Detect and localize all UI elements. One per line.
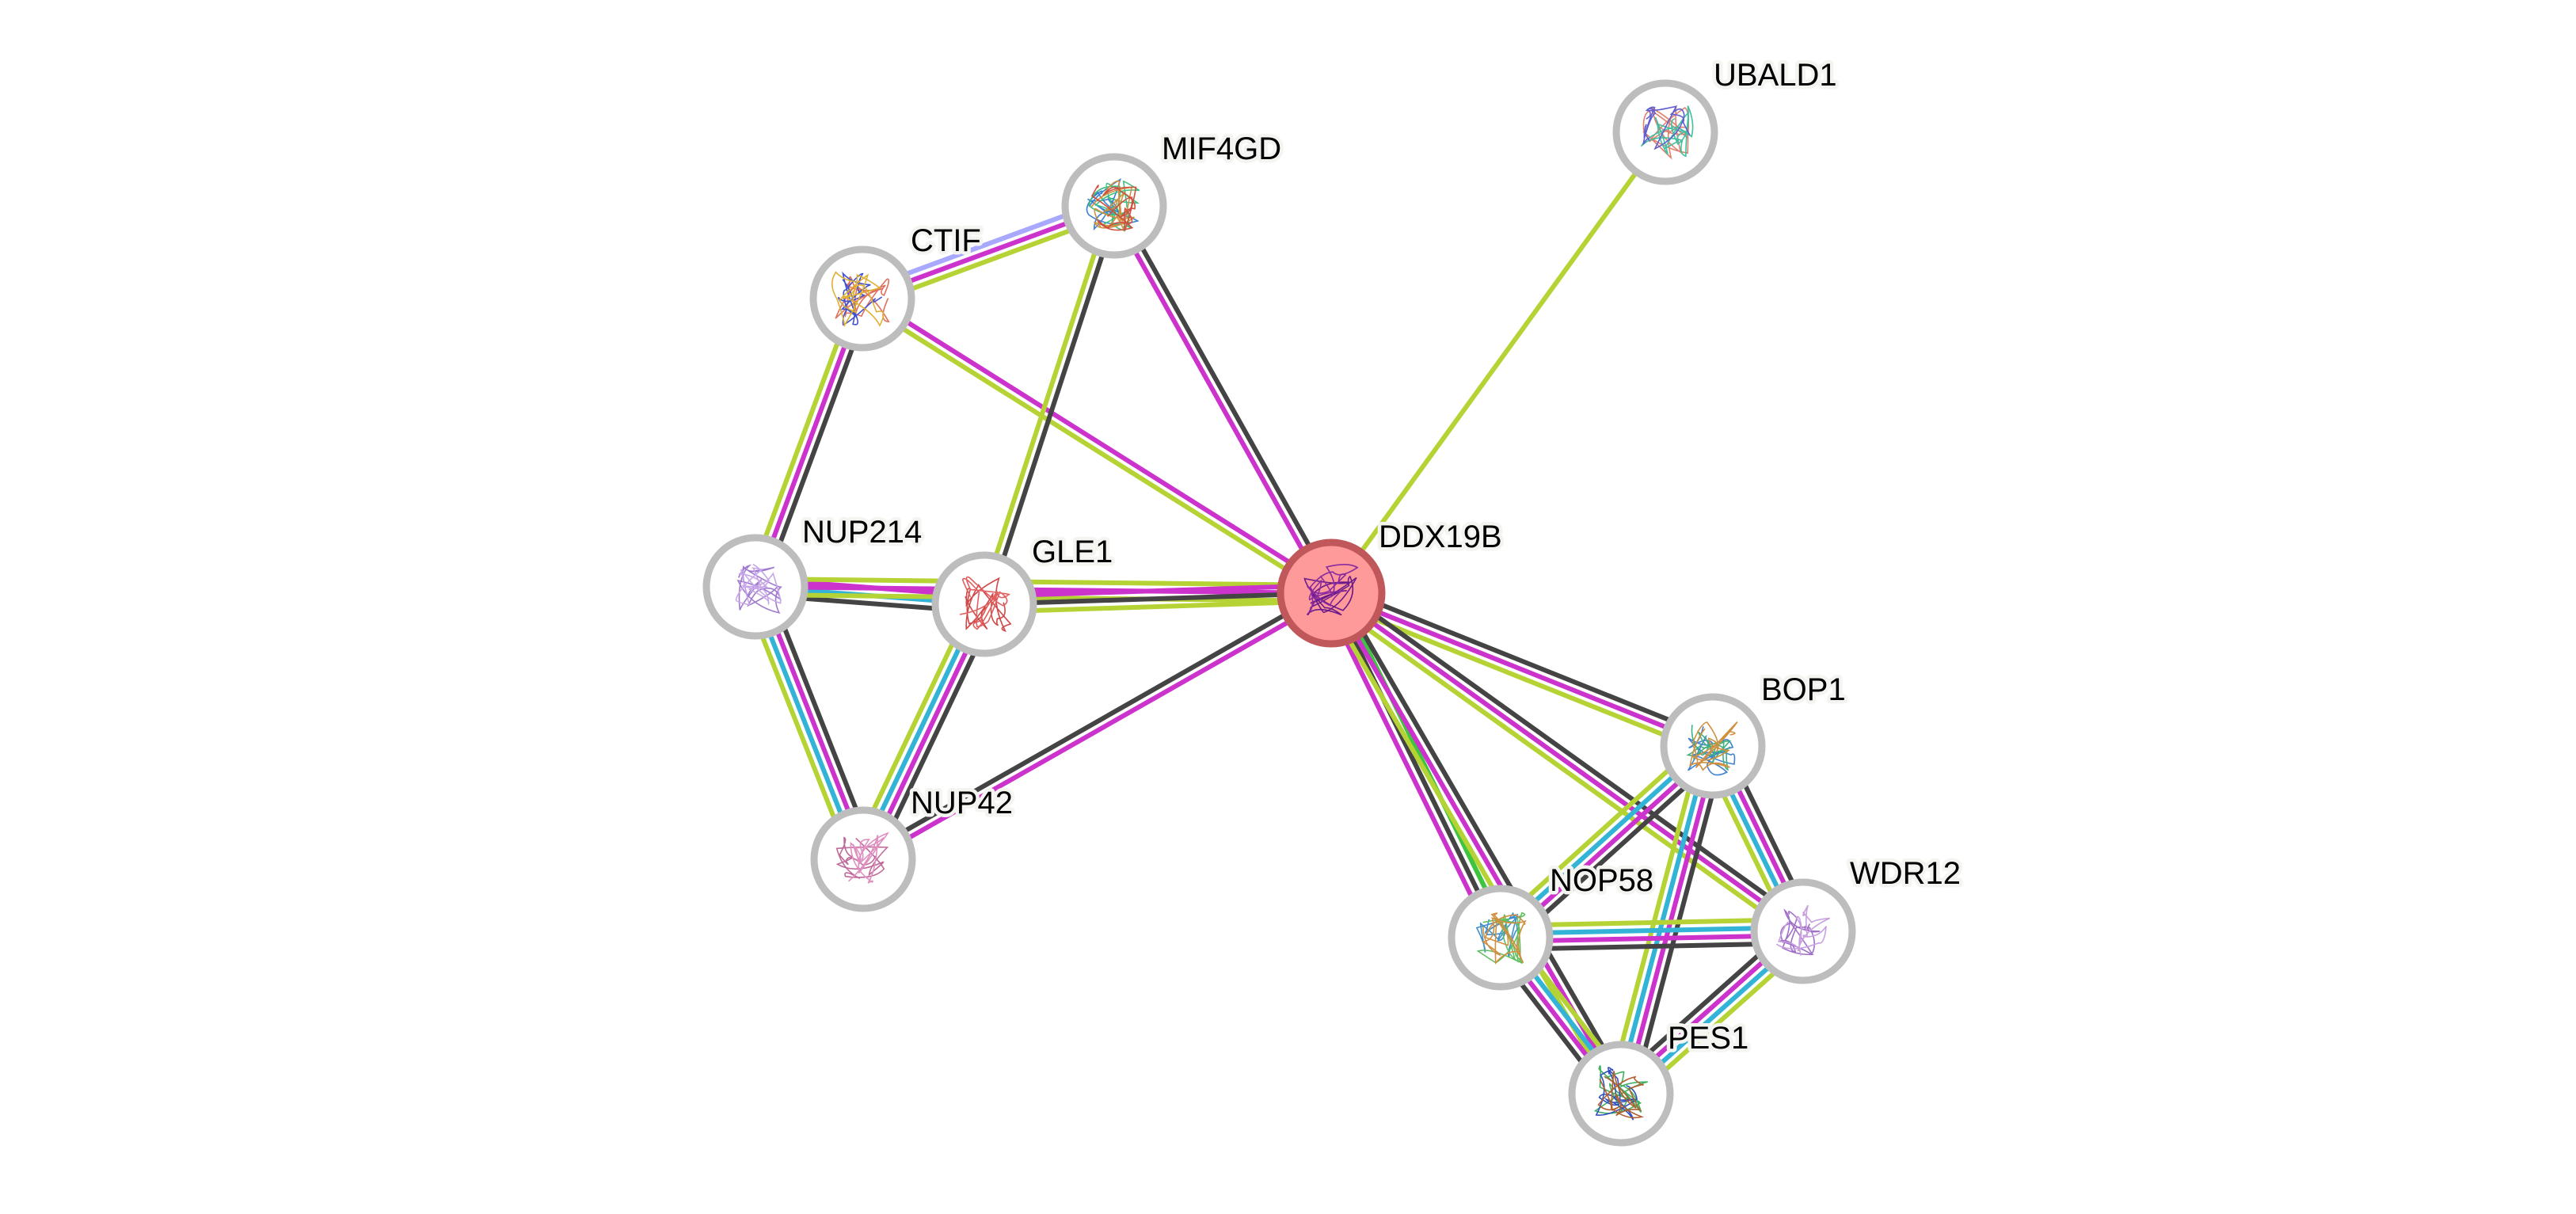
node-circle: [810, 806, 916, 912]
structure-chain: [960, 576, 1011, 630]
structure-chain: [1481, 912, 1527, 965]
edge-evidence-textmining: [1607, 742, 1704, 1091]
edge-ubald1-ddx19b[interactable]: [1329, 131, 1668, 595]
node-nup42[interactable]: [810, 806, 916, 912]
edge-ddx19b-wdr12[interactable]: [1325, 584, 1809, 940]
node-nup214[interactable]: [702, 534, 809, 640]
edge-evidence-coexpression: [1115, 203, 1337, 593]
edge-evidence-coexpression: [1334, 584, 1809, 927]
edge-evidence-experiments: [984, 583, 1331, 599]
node-label-nop58[interactable]: NOP58: [1547, 860, 1657, 902]
edge-mif4gd-gle1[interactable]: [978, 204, 1121, 607]
labels-layer: UBALD1 MIF4GD CTIF NUP214 GLE1 DDX19B NU…: [799, 55, 1965, 1060]
edge-evidence-textmining: [984, 598, 1332, 615]
edge-evidence-coexpression: [1329, 592, 1503, 939]
structure-chain: [736, 564, 782, 615]
structure-chain: [1307, 564, 1359, 614]
node-label-gle1[interactable]: GLE1: [1029, 531, 1117, 573]
protein-structure-icon: [1775, 904, 1831, 956]
node-label-ubald1[interactable]: UBALD1: [1710, 55, 1841, 97]
edge-evidence-experiments: [1330, 591, 1714, 748]
protein-structure-icon: [1640, 105, 1694, 160]
protein-structure-icon: [960, 576, 1012, 633]
structure-chain: [1597, 1071, 1645, 1119]
structure-chain: [1689, 721, 1738, 771]
node-circle: [931, 551, 1037, 657]
edge-evidence-textmining: [978, 204, 1113, 604]
node-label-ctif[interactable]: CTIF: [907, 220, 985, 262]
node-circle: [1750, 878, 1856, 984]
node-nop58[interactable]: [1448, 885, 1554, 991]
edge-evidence-experiments: [1330, 591, 1805, 934]
structure-chain: [1775, 904, 1831, 956]
protein-structure-icon: [1475, 911, 1527, 965]
edge-evidence-textmining: [1329, 131, 1668, 595]
structure-chain: [1088, 181, 1140, 232]
node-label-ddx19b[interactable]: DDX19B: [1376, 516, 1506, 558]
protein-structure-icon: [1686, 721, 1738, 776]
structure-chain: [831, 271, 885, 328]
structure-chain: [1640, 105, 1694, 158]
node-label-nup214[interactable]: NUP214: [799, 512, 926, 554]
edge-evidence-experiments: [863, 594, 1334, 865]
edge-evidence-experiments: [755, 584, 1332, 596]
protein-structure-icon: [1303, 564, 1359, 616]
nodes-layer: [702, 79, 1856, 1147]
edge-evidence-neighborhood: [1336, 588, 1510, 935]
structure-chain: [1593, 1065, 1648, 1114]
edge-evidence-experiments: [1109, 206, 1330, 596]
protein-structure-icon: [1593, 1065, 1648, 1121]
node-label-nup42[interactable]: NUP42: [907, 782, 1017, 824]
node-label-bop1[interactable]: BOP1: [1758, 669, 1850, 711]
node-bop1[interactable]: [1660, 693, 1766, 799]
structure-chain: [848, 832, 889, 884]
edge-gle1-ddx19b[interactable]: [984, 583, 1332, 615]
node-circle: [809, 245, 915, 352]
edge-evidence-coexpression: [985, 206, 1121, 607]
edge-evidence-coexpression: [860, 588, 1331, 858]
protein-structure-icon: [835, 832, 889, 884]
structure-chain: [835, 836, 889, 880]
edge-ddx19b-nop58[interactable]: [1322, 588, 1510, 942]
node-ddx19b[interactable]: [1277, 538, 1386, 648]
edge-evidence-experiments: [863, 293, 1335, 592]
edge-evidence-textmining: [755, 577, 1332, 588]
node-wdr12[interactable]: [1750, 878, 1856, 984]
structure-chain: [1476, 911, 1526, 964]
protein-structure-icon: [735, 563, 782, 615]
node-label-mif4gd[interactable]: MIF4GD: [1159, 128, 1285, 170]
node-label-pes1[interactable]: PES1: [1665, 1018, 1752, 1060]
edge-ctif-ddx19b[interactable]: [858, 293, 1335, 599]
edge-evidence-databases: [1615, 744, 1712, 1094]
node-circle: [1612, 79, 1718, 185]
protein-structure-icon: [831, 271, 890, 328]
node-pes1[interactable]: [1568, 1041, 1674, 1147]
protein-structure-icon: [1086, 177, 1140, 233]
structure-chain: [1303, 575, 1357, 616]
node-ubald1[interactable]: [1612, 79, 1718, 185]
edge-mif4gd-ddx19b[interactable]: [1109, 203, 1337, 596]
node-label-wdr12[interactable]: WDR12: [1847, 853, 1965, 895]
node-mif4gd[interactable]: [1061, 153, 1167, 259]
structure-chain: [1642, 105, 1691, 150]
edge-evidence-coexpression: [1333, 583, 1717, 741]
structure-chain: [735, 563, 782, 606]
edge-evidence-textmining: [755, 592, 1331, 603]
edge-evidence-coexpression: [1336, 588, 1630, 1091]
edge-evidence-coexpression: [984, 591, 1332, 607]
edge-evidence-textmining: [1325, 597, 1800, 940]
edge-nup214-ddx19b[interactable]: [755, 577, 1332, 603]
edge-evidence-experiments: [1322, 596, 1496, 942]
edge-evidence-textmining: [858, 299, 1330, 599]
edge-nup42-ddx19b[interactable]: [860, 588, 1334, 865]
structure-chain: [1090, 185, 1137, 231]
node-ctif[interactable]: [809, 245, 915, 352]
node-gle1[interactable]: [931, 551, 1037, 657]
